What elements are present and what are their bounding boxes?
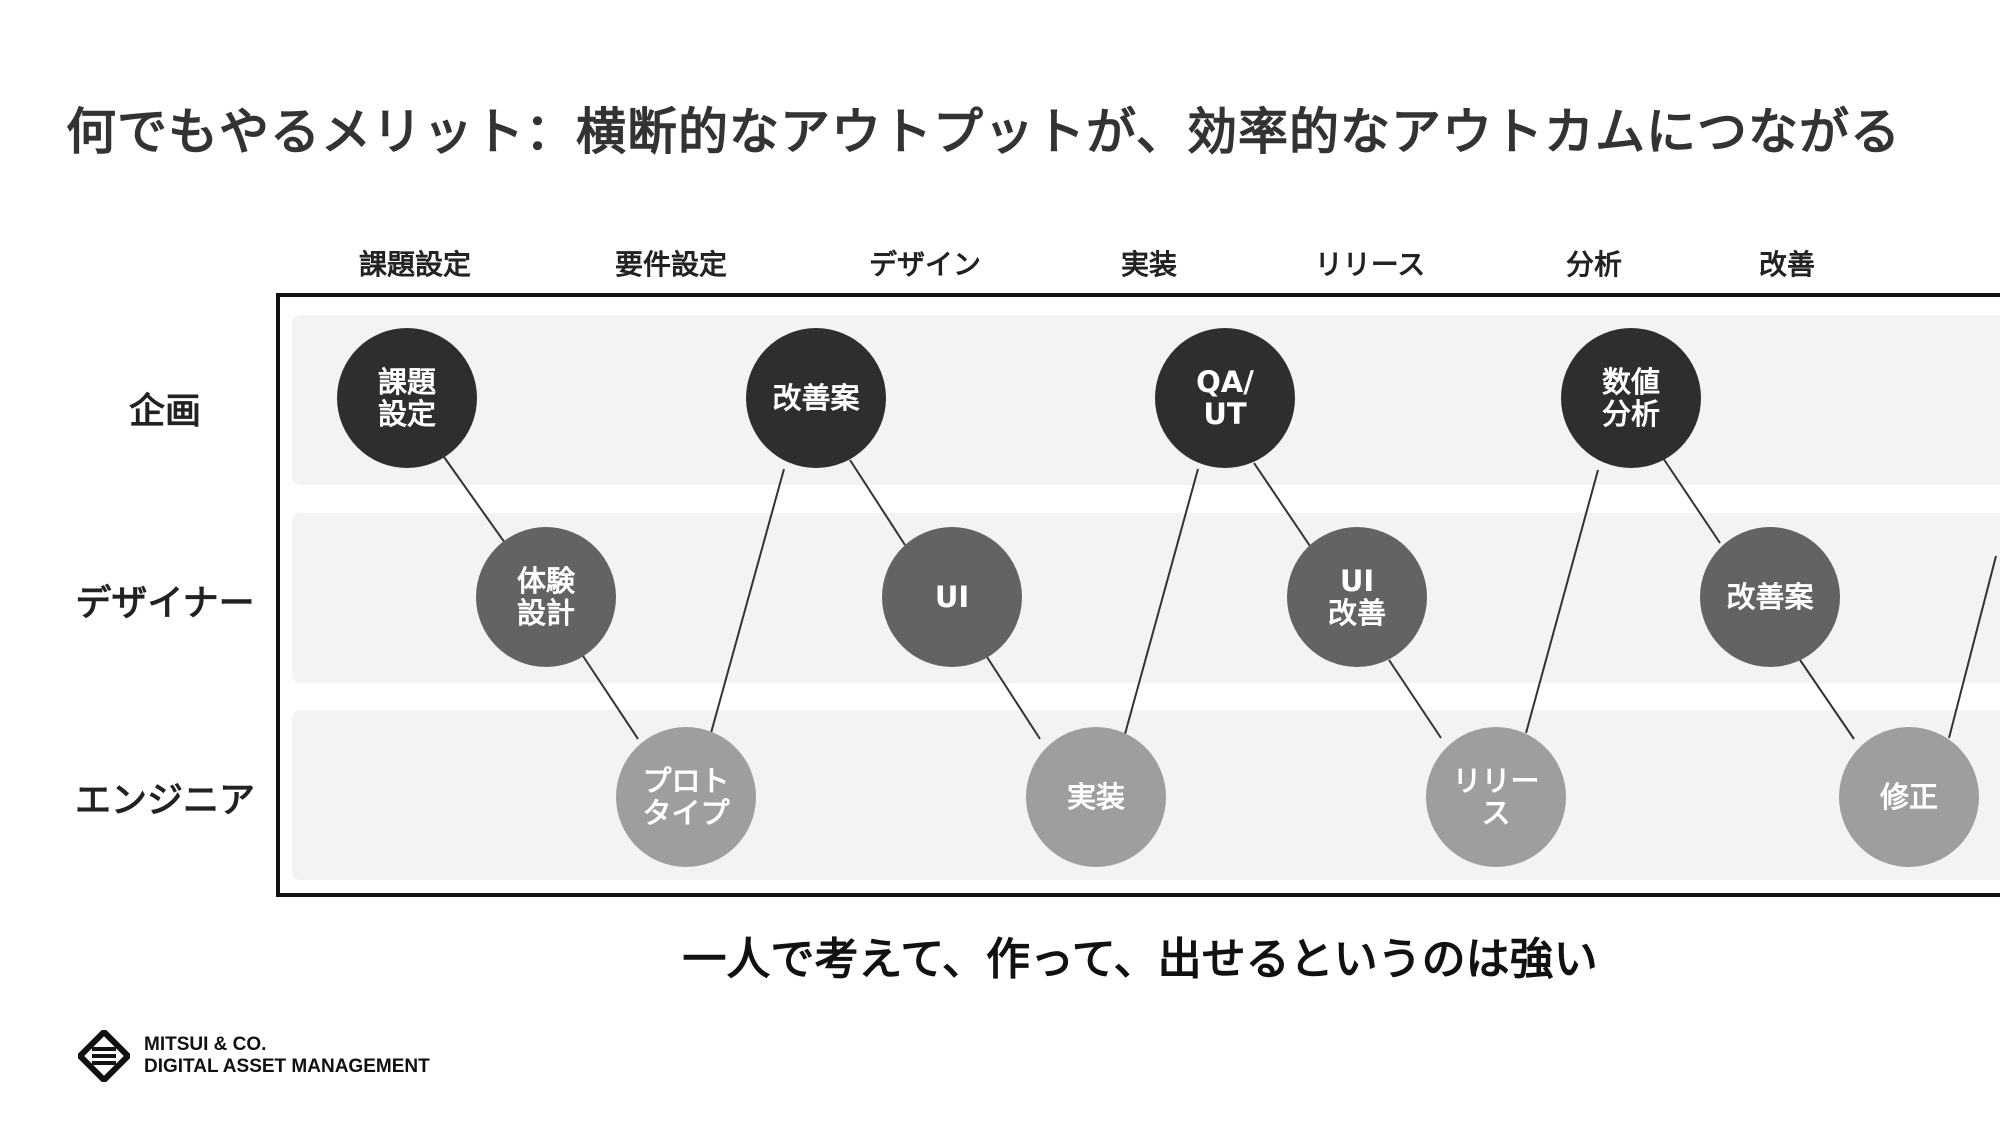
mitsui-logo-icon [78, 1030, 130, 1082]
connector-line [1253, 462, 1311, 547]
role-label-planning: 企画 [128, 391, 202, 432]
node-prototype: プロト タイプ [616, 727, 756, 867]
node-shusei: 修正 [1839, 727, 1979, 867]
connector-line [849, 459, 906, 546]
phase-label-4: 実装 [1120, 248, 1178, 281]
node-jisso: 実装 [1026, 727, 1166, 867]
node-qa-ut: QA/ UT [1155, 328, 1295, 468]
logo-text-line2: DIGITAL ASSET MANAGEMENT [144, 1056, 430, 1077]
lane-planning [292, 315, 2000, 485]
phase-label-6: 分析 [1565, 248, 1623, 281]
role-label-engineer: エンジニア [74, 780, 256, 821]
connector-line [986, 656, 1041, 740]
connector-line [1388, 659, 1442, 739]
diagram-frame [276, 293, 2000, 897]
phase-label-7: 改善 [1758, 248, 1816, 281]
node-kadai-settei: 課題 設定 [337, 328, 477, 468]
node-ui: UI [882, 527, 1022, 667]
connector-line [1948, 555, 1997, 739]
connector-line [582, 655, 639, 740]
tagline: 一人で考えて、作って、出せるというのは強い [682, 934, 1598, 985]
node-release: リリー ス [1426, 727, 1566, 867]
phase-label-1: 課題設定 [358, 248, 472, 281]
node-kaizen-an-designer: 改善案 [1700, 527, 1840, 667]
connector-line [1799, 659, 1855, 740]
connector-line [443, 456, 506, 544]
phase-label-5: リリース [1314, 248, 1426, 281]
company-logo: MITSUI & CO. DIGITAL ASSET MANAGEMENT [78, 1030, 430, 1082]
page-title: 何でもやるメリット：横断的なアウトプットが、効率的なアウトカムにつながる [66, 103, 1901, 161]
logo-text-line1: MITSUI & CO. [144, 1034, 267, 1056]
node-kaizen-an-planning: 改善案 [746, 328, 886, 468]
phase-label-2: 要件設定 [614, 248, 728, 281]
connector-line [1124, 468, 1199, 735]
role-label-designer: デザイナー [75, 583, 255, 624]
node-taiken-sekkei: 体験 設計 [476, 527, 616, 667]
connector-line [1662, 457, 1721, 544]
node-ui-kaizen: UI 改善 [1287, 527, 1427, 667]
connector-line [1525, 469, 1599, 734]
connector-line [710, 468, 785, 734]
phase-label-3: デザイン [868, 248, 982, 281]
node-suchi-bunseki: 数値 分析 [1561, 328, 1701, 468]
